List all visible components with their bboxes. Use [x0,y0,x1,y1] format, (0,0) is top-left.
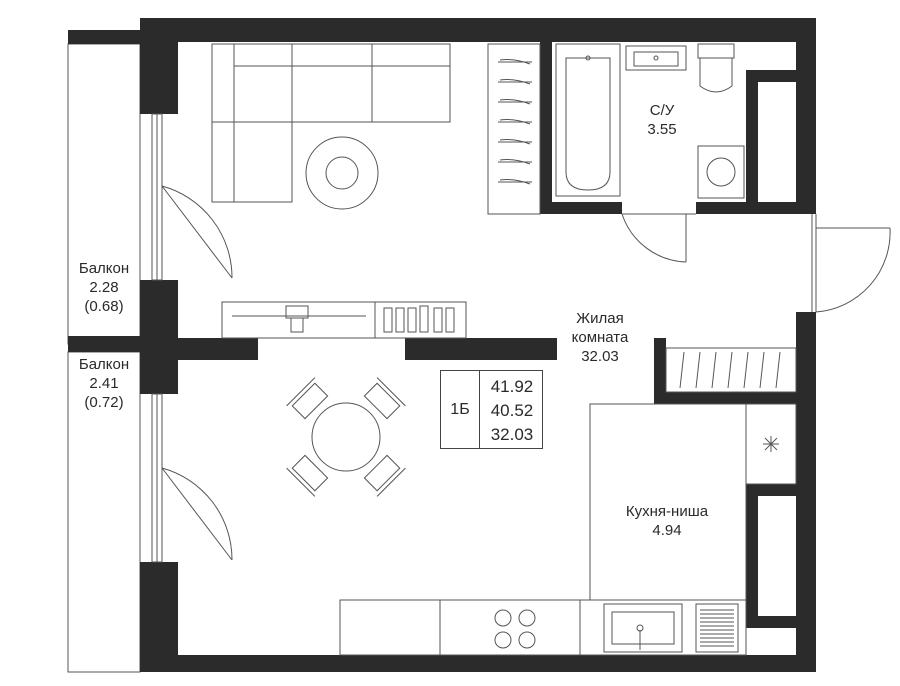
apartment-areas: 41.92 40.52 32.03 [483,375,541,447]
doors [161,185,891,561]
living-area: 32.03 [490,425,534,444]
kitchen-area: 4.94 [652,522,682,539]
balcony-bottom-reduced-area: (0.72) [84,394,124,411]
bathroom-label: С/У 3.55 [632,101,692,139]
living-room-area: 32.03 [581,348,619,365]
balcony-top-area: 2.28 [89,279,119,296]
badge-divider [479,371,480,448]
balcony-bottom-label: Балкон 2.41 (0.72) [72,355,136,412]
kitchen-name: Кухня-ниша [625,503,709,520]
living-room-name-line1: Жилая [576,310,624,327]
balcony-bottom-name: Балкон [78,356,130,373]
living-room-label: Жилая комната 32.03 [555,309,645,366]
balcony-top-reduced-area: (0.68) [84,298,124,315]
windows [151,113,163,563]
area-without-balconies: 40.52 [490,401,534,420]
furniture [211,43,797,656]
apartment-area-badge: 1Б 41.92 40.52 32.03 [440,370,543,449]
kitchen-label: Кухня-ниша 4.94 [612,502,722,540]
bathroom-area: 3.55 [647,121,677,138]
balcony-top-name: Балкон [78,260,130,277]
living-room-name-line2: комната [571,329,629,346]
balcony-top-label: Балкон 2.28 (0.68) [72,259,136,316]
apartment-type: 1Б [450,401,470,418]
total-area: 41.92 [490,377,534,396]
walls [68,18,816,672]
bathroom-name: С/У [649,102,675,119]
balcony-bottom-area: 2.41 [89,375,119,392]
